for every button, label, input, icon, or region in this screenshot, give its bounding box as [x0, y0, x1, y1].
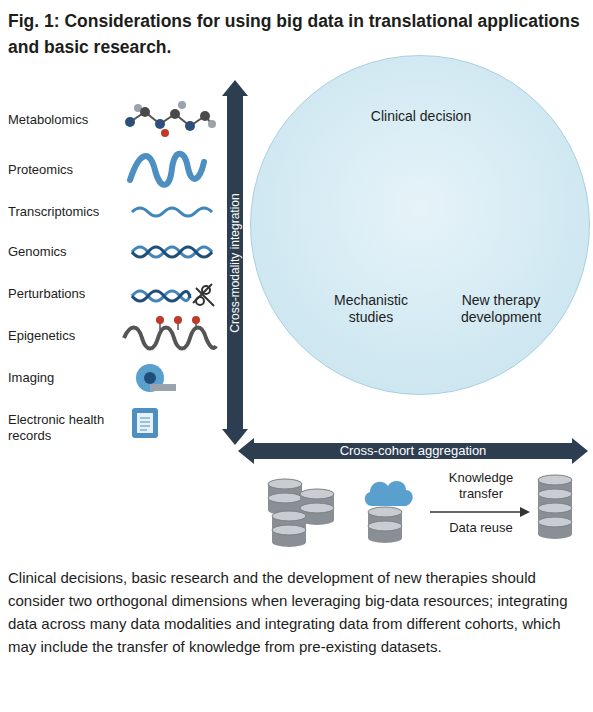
modality-label: Perturbations: [8, 286, 118, 302]
epigenetics-icon: [124, 316, 216, 349]
modality-label: Epigenetics: [8, 328, 118, 344]
database-icon: [268, 475, 572, 547]
axis-label: Cross-cohort aggregation: [337, 444, 490, 458]
rna-icon: [132, 208, 212, 216]
transfer-arrow: [430, 507, 530, 517]
perturbation-icon: [132, 284, 214, 306]
axis-arrow: Cross-cohort aggregation: [238, 438, 588, 464]
axis-arrow: Cross-modality integration: [222, 80, 248, 445]
modality-label: Transcriptomics: [8, 204, 123, 220]
transfer-label: Knowledge transfer: [436, 470, 526, 502]
application-label: New therapy development: [446, 292, 556, 326]
application-label: Mechanistic studies: [323, 292, 419, 326]
modality-label: Genomics: [8, 244, 118, 260]
application-label: Clinical decision: [351, 108, 491, 125]
modality-label: Proteomics: [8, 162, 118, 178]
modality-label: Electronic health records: [8, 412, 120, 444]
cloud-icon: [365, 481, 413, 506]
protein-icon: [130, 154, 204, 185]
ehr-icon: [132, 408, 158, 438]
mri-icon: [136, 364, 176, 392]
modality-label: Metabolomics: [8, 112, 118, 128]
molecule-icon: [125, 101, 216, 137]
figure-caption: Clinical decisions, basic research and t…: [8, 566, 586, 658]
modality-label: Imaging: [8, 370, 118, 386]
application-circle: Clinical decisionMechanistic studies New …: [250, 55, 590, 395]
figure-title: Fig. 1: Considerations for using big dat…: [8, 8, 583, 60]
axis-label: Cross-modality integration: [228, 190, 242, 335]
dna-icon: [132, 247, 212, 257]
transfer-label: Data reuse: [436, 520, 526, 536]
